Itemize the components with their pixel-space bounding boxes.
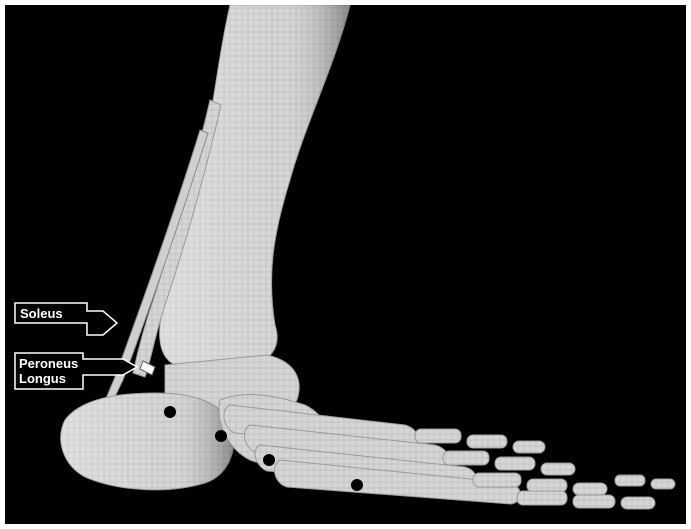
soleus-label: Soleus — [20, 306, 63, 321]
soleus-label-callout: Soleus — [15, 303, 117, 335]
attachment-point-marker — [215, 430, 227, 442]
peroneus-label-line1: Peroneus — [19, 356, 78, 371]
ankle-skeleton-render: Soleus Peroneus Longus — [5, 5, 686, 524]
attachment-point-marker — [351, 479, 363, 491]
peroneus-label-line2: Longus — [19, 371, 66, 386]
attachment-point-marker — [263, 454, 275, 466]
attachment-point-marker — [164, 406, 176, 418]
ankle-foot-illustration: Soleus Peroneus Longus — [5, 5, 686, 524]
